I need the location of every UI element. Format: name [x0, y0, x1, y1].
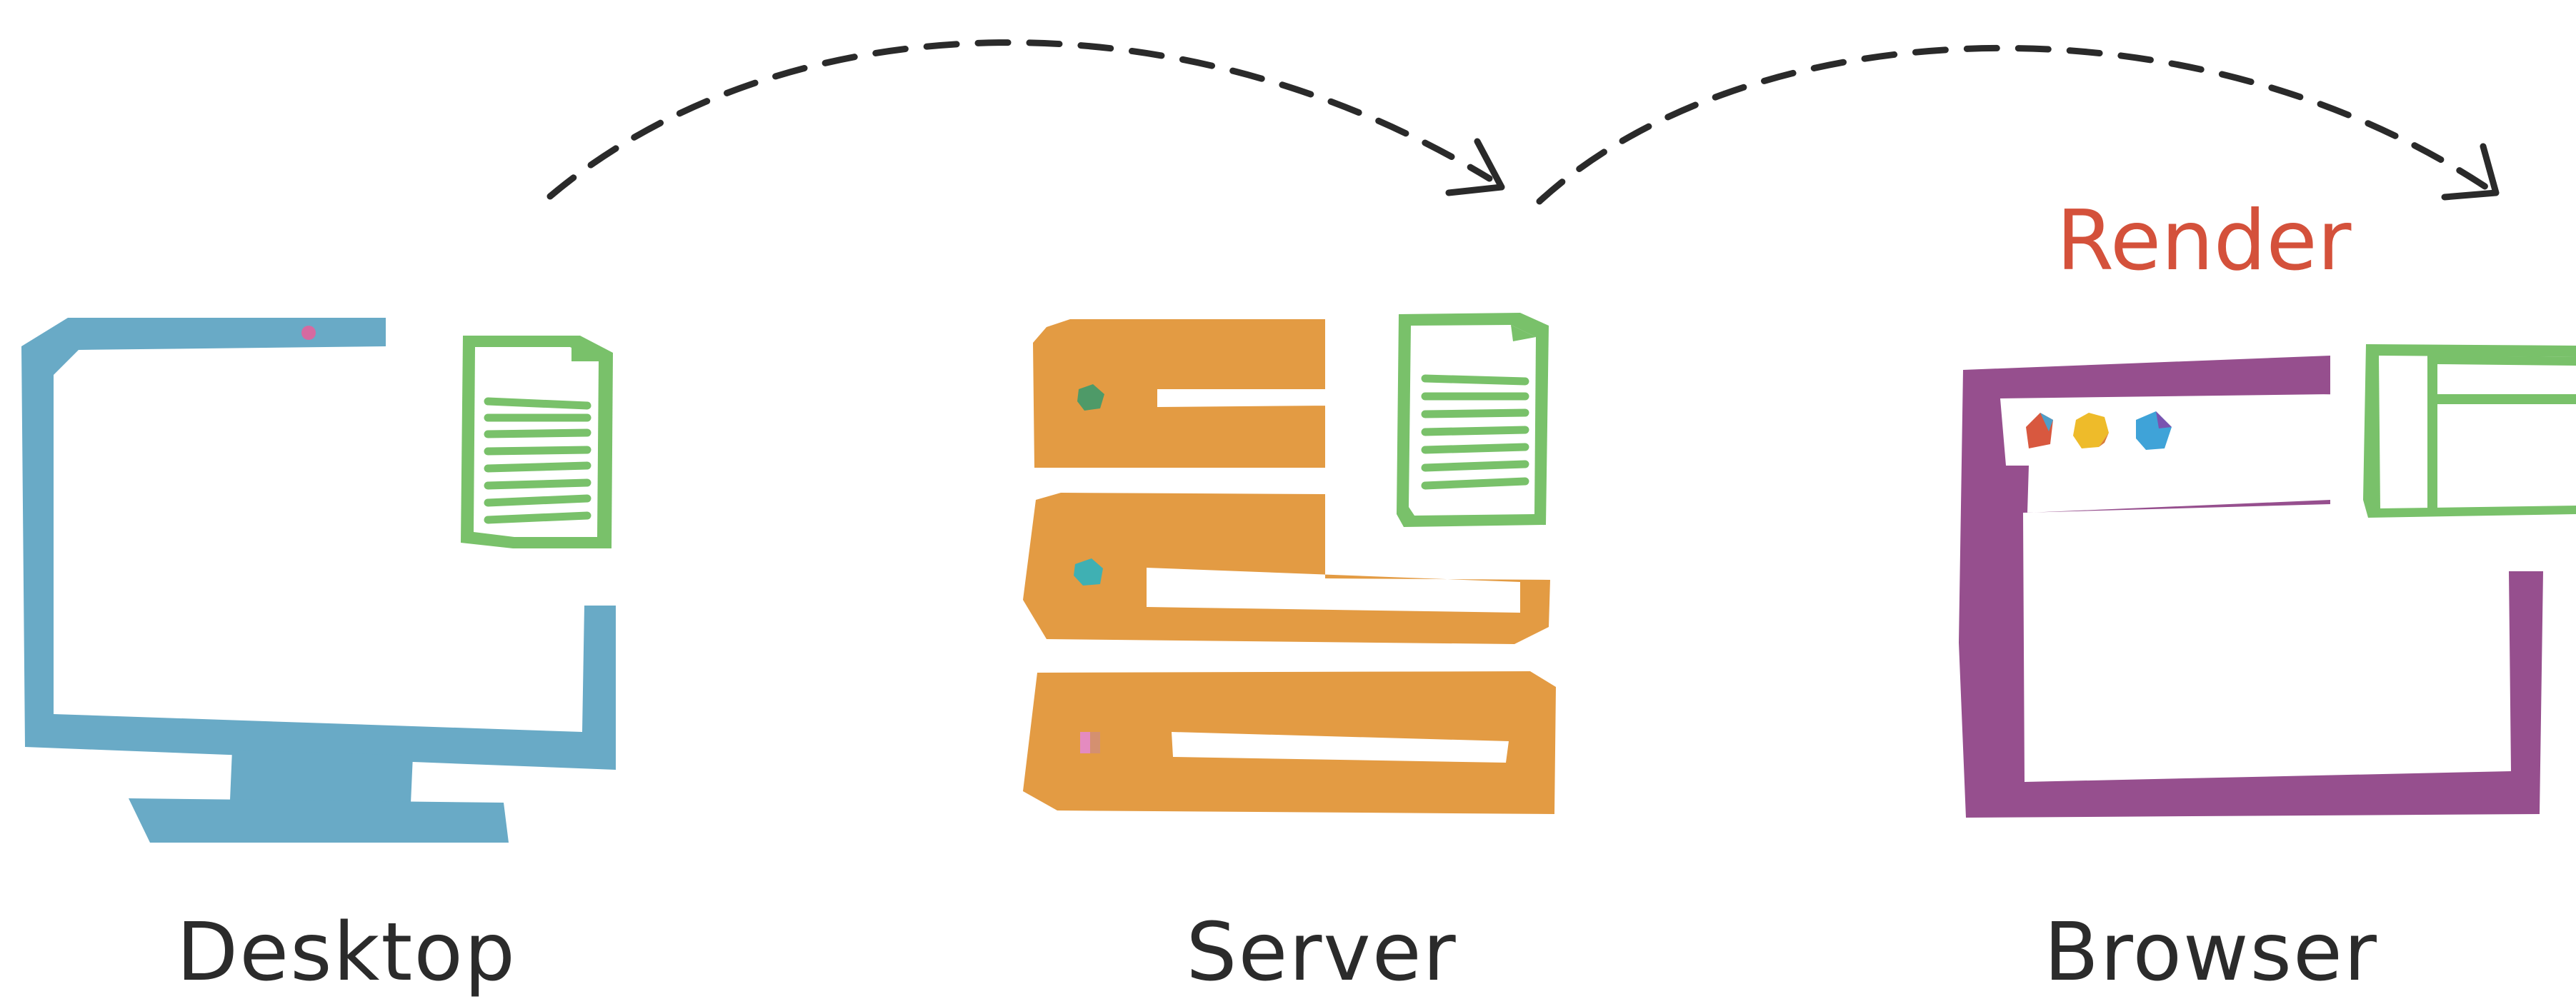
render-label: Render: [2056, 193, 2352, 289]
browser-window-icon: [1959, 356, 2543, 818]
arrowhead-icon: [1445, 138, 1505, 196]
arrow-desktop-to-server: [546, 39, 1505, 200]
server-label: Server: [1186, 906, 1457, 999]
window-button-yellow-icon: [2073, 413, 2109, 448]
power-led-icon: [301, 326, 316, 340]
server-stack-icon: [1023, 319, 1556, 814]
status-led-green-icon: [1077, 384, 1104, 411]
arrowhead-icon: [2441, 143, 2500, 201]
window-button-blue-icon: [2136, 411, 2172, 450]
server-document-icon: [1397, 313, 1549, 527]
desktop-monitor-icon: [21, 318, 616, 843]
status-led-teal-icon: [1074, 558, 1103, 586]
arrow-server-to-browser: [1536, 44, 2500, 205]
desktop-label: Desktop: [176, 906, 516, 999]
desktop-document-icon: [461, 336, 613, 548]
browser-label: Browser: [2044, 906, 2378, 999]
layout-document-icon: [2363, 344, 2576, 518]
